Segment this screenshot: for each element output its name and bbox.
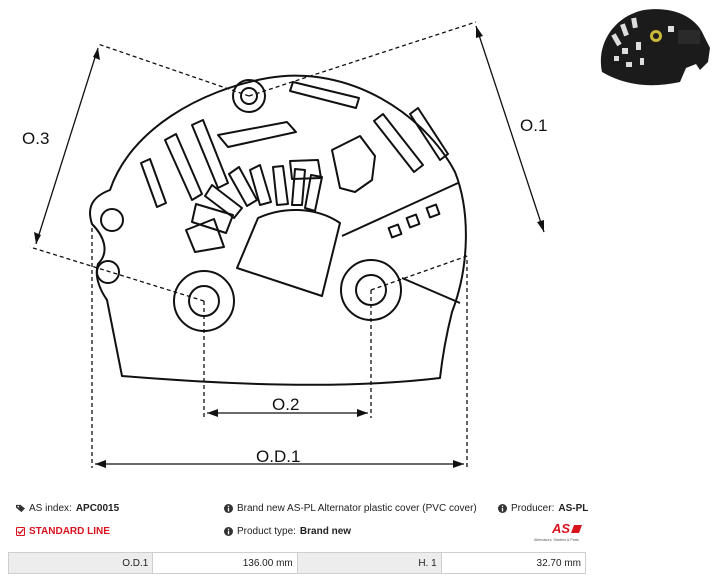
info-icon — [224, 504, 233, 513]
center-connector — [236, 209, 341, 297]
standard-line-row: STANDARD LINE — [16, 526, 110, 537]
logo-tagline: Alternators, Starters & Parts — [534, 538, 579, 542]
technical-drawing: O.3 O.1 O.2 O.D.1 — [22, 21, 547, 468]
spec-table: O.D.1 136.00 mm H. 1 32.70 mm — [7, 552, 587, 574]
info-icon — [498, 504, 507, 513]
spec-label-od1: O.D.1 — [7, 552, 154, 574]
cover-outline — [89, 74, 467, 386]
product-type-value: Brand new — [299, 526, 352, 537]
standard-line-label: STANDARD LINE — [29, 526, 110, 537]
description-text: Brand new AS-PL Alternator plastic cover… — [237, 503, 477, 514]
product-thumbnail — [600, 9, 710, 86]
dim-label-o1: O.1 — [520, 116, 547, 135]
producer-label: Producer: — [511, 503, 555, 514]
as-logo: AS Alternators, Starters & Parts — [534, 521, 582, 542]
producer-value: AS-PL — [558, 503, 589, 514]
producer-row: Producer: AS-PL — [498, 503, 588, 514]
as-index-label: AS index: — [29, 503, 72, 514]
table-row: O.D.1 136.00 mm H. 1 32.70 mm — [7, 552, 587, 574]
as-index-row: AS index: APC0015 — [16, 503, 119, 514]
small-hole — [100, 208, 124, 232]
tag-icon — [16, 504, 25, 513]
spec-label-h1: H. 1 — [296, 552, 442, 574]
logo-text: AS — [551, 521, 570, 536]
description-row: Brand new AS-PL Alternator plastic cover… — [224, 503, 477, 514]
info-icon — [224, 527, 233, 536]
checkbox-icon — [16, 527, 25, 536]
dim-label-o2: O.2 — [272, 395, 299, 414]
dim-label-od1: O.D.1 — [256, 447, 300, 466]
dim-label-o3: O.3 — [22, 129, 49, 148]
spec-value-h1: 32.70 mm — [440, 552, 587, 574]
slot — [140, 158, 167, 208]
product-type-row: Product type: Brand new — [224, 526, 351, 537]
mount-hole-top — [232, 79, 266, 113]
spec-value-od1: 136.00 mm — [152, 552, 298, 574]
product-type-label: Product type: — [237, 526, 296, 537]
as-index-value: APC0015 — [75, 503, 120, 514]
